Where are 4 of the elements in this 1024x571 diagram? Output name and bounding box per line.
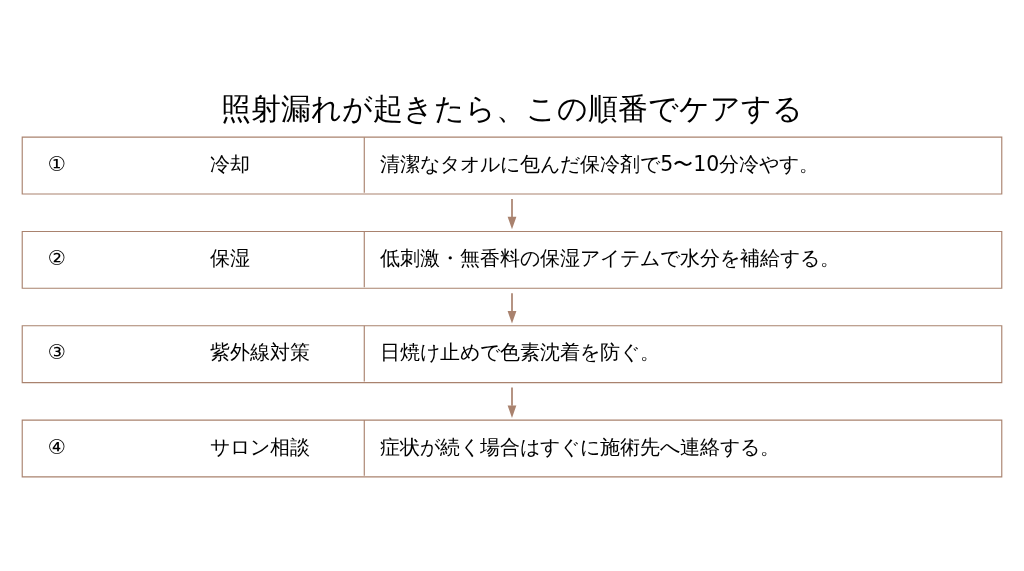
arrow bbox=[507, 197, 517, 229]
diagram-title: 照射漏れが起きたら、この順番でケアする bbox=[221, 91, 803, 126]
arrow bbox=[507, 386, 517, 418]
arrow bbox=[507, 291, 517, 324]
